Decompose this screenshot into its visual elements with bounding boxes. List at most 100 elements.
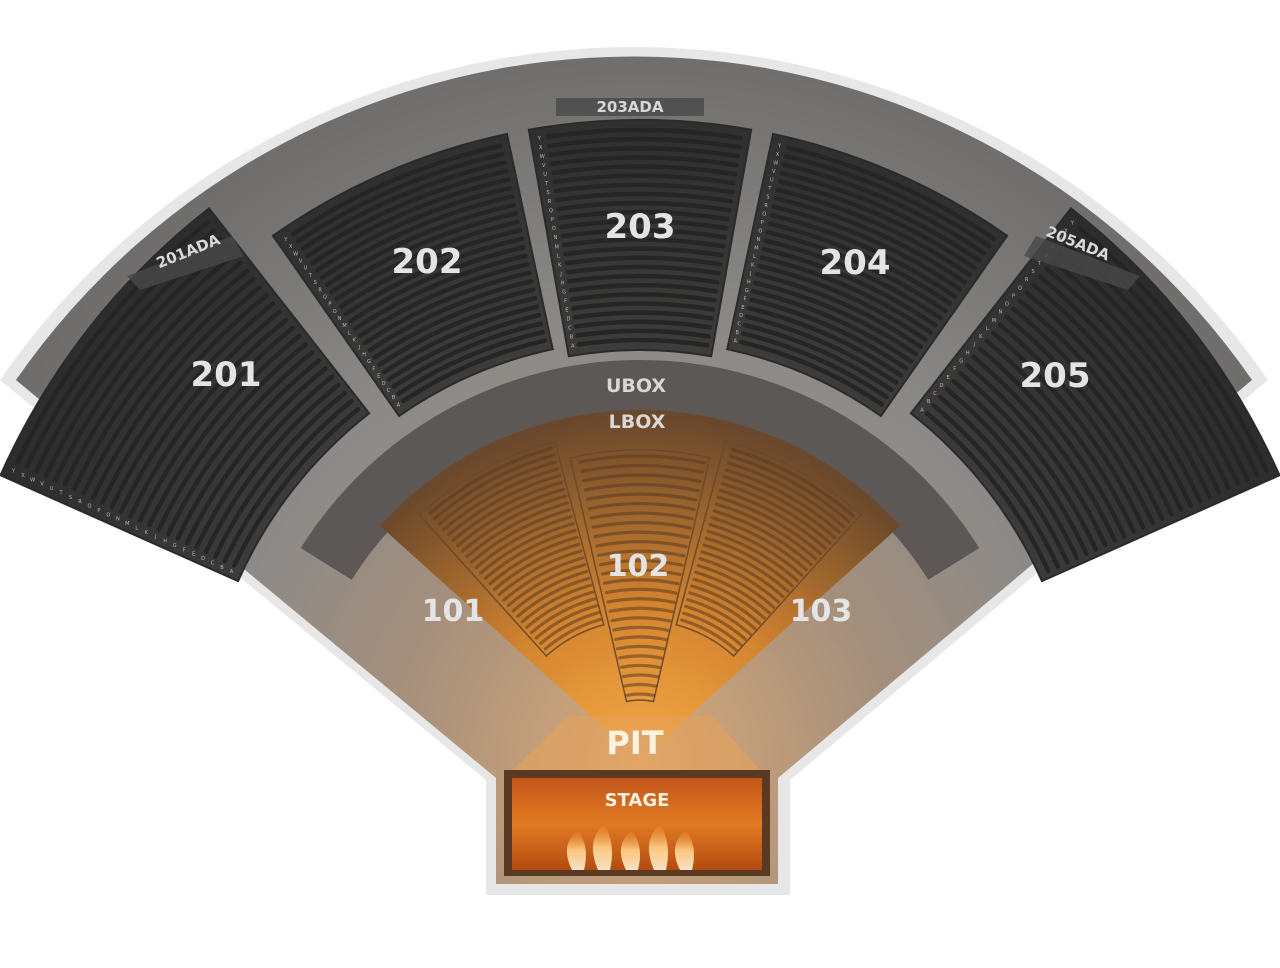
seat-row[interactable] xyxy=(726,461,846,529)
seat-row[interactable] xyxy=(602,578,680,586)
seat-row[interactable] xyxy=(560,228,727,240)
seat-row[interactable] xyxy=(563,246,724,258)
seat-row[interactable] xyxy=(1050,258,1231,491)
seat-row[interactable] xyxy=(783,153,992,249)
section-202-label[interactable]: 202 xyxy=(392,242,463,282)
section-201-label[interactable]: 201 xyxy=(191,355,262,395)
seat-row[interactable] xyxy=(137,325,295,523)
seat-row[interactable] xyxy=(608,606,674,614)
seat-row[interactable] xyxy=(617,654,664,660)
seat-row[interactable] xyxy=(511,569,589,613)
seat-row[interactable] xyxy=(589,511,694,521)
seat-row[interactable] xyxy=(600,568,682,577)
seat-row[interactable] xyxy=(295,151,505,244)
seat-row[interactable] xyxy=(81,276,256,496)
section-103-label[interactable]: 103 xyxy=(790,594,853,629)
seat-row[interactable] xyxy=(401,338,547,404)
seat-row[interactable] xyxy=(451,480,564,542)
seat-row[interactable] xyxy=(575,328,711,339)
seat-row[interactable] xyxy=(957,370,1099,552)
seat-row[interactable] xyxy=(610,616,672,623)
seat-row[interactable] xyxy=(338,228,522,309)
seat-row[interactable] xyxy=(591,521,692,530)
seat-row[interactable] xyxy=(757,263,928,342)
seat-row[interactable] xyxy=(343,236,524,317)
seat-row[interactable] xyxy=(765,229,948,314)
seat-row[interactable] xyxy=(231,407,361,568)
seat-row[interactable] xyxy=(396,329,546,397)
seat-row[interactable] xyxy=(71,268,250,492)
seat-row[interactable] xyxy=(561,237,726,249)
seat-row[interactable] xyxy=(730,447,856,518)
seat-row[interactable] xyxy=(460,494,567,553)
seat-row[interactable] xyxy=(612,625,670,632)
section-203-label[interactable]: 203 xyxy=(605,207,676,247)
seat-row[interactable] xyxy=(502,556,585,602)
seat-row[interactable] xyxy=(572,310,714,321)
seat-row[interactable] xyxy=(583,482,700,493)
seat-row[interactable] xyxy=(698,557,780,604)
seat-row[interactable] xyxy=(128,317,289,519)
seat-row[interactable] xyxy=(749,297,909,371)
seat-row[interactable] xyxy=(759,255,933,335)
seat-row[interactable] xyxy=(437,460,558,526)
seat-row[interactable] xyxy=(109,301,276,510)
seat-row[interactable] xyxy=(728,454,851,524)
seat-row[interactable] xyxy=(716,495,823,556)
section-204-label[interactable]: 204 xyxy=(820,243,891,283)
seat-row[interactable] xyxy=(604,587,678,595)
seat-row[interactable] xyxy=(582,473,702,484)
seat-row[interactable] xyxy=(456,487,566,548)
seat-row[interactable] xyxy=(690,584,762,625)
seat-row[interactable] xyxy=(465,501,569,559)
seat-row[interactable] xyxy=(1070,234,1260,478)
seat-row[interactable] xyxy=(710,516,809,572)
seat-row[interactable] xyxy=(753,280,919,357)
seat-row[interactable] xyxy=(516,576,591,618)
seat-row[interactable] xyxy=(997,322,1155,526)
seat-row[interactable] xyxy=(971,354,1118,543)
seat-row[interactable] xyxy=(555,191,733,204)
seat-row[interactable] xyxy=(696,563,776,609)
seat-row[interactable] xyxy=(386,312,542,382)
seat-row[interactable] xyxy=(984,338,1136,535)
seat-row[interactable] xyxy=(567,273,720,285)
seat-row[interactable] xyxy=(324,202,517,288)
seat-row[interactable] xyxy=(692,577,766,620)
seat-row[interactable] xyxy=(704,536,795,588)
lbox-label[interactable]: LBOX xyxy=(609,411,666,433)
seat-row[interactable] xyxy=(694,570,771,615)
seat-row[interactable] xyxy=(497,549,583,597)
seat-row[interactable] xyxy=(580,463,704,474)
seat-row[interactable] xyxy=(539,611,600,645)
seat-row[interactable] xyxy=(585,492,698,502)
seat-row[interactable] xyxy=(593,530,690,539)
ubox-label[interactable]: UBOX xyxy=(606,375,666,397)
seat-row[interactable] xyxy=(520,583,593,624)
seat-row[interactable] xyxy=(573,319,713,330)
seat-row[interactable] xyxy=(442,467,560,532)
section-205-label[interactable]: 205 xyxy=(1020,356,1091,396)
seat-row[interactable] xyxy=(781,162,987,256)
seat-row[interactable] xyxy=(924,411,1051,574)
seat-row[interactable] xyxy=(977,346,1127,539)
seat-row[interactable] xyxy=(720,482,832,545)
seat-row[interactable] xyxy=(348,245,526,324)
seat-row[interactable] xyxy=(775,187,972,278)
seat-row[interactable] xyxy=(578,454,706,465)
seat-row[interactable] xyxy=(479,522,575,575)
seat-row[interactable] xyxy=(769,213,958,299)
seat-row[interactable] xyxy=(119,309,282,514)
seat-row[interactable] xyxy=(310,177,511,266)
seat-row[interactable] xyxy=(779,170,982,263)
seat-row[interactable] xyxy=(951,378,1089,556)
seat-row[interactable] xyxy=(300,160,507,251)
seat-row[interactable] xyxy=(553,182,735,195)
seat-row[interactable] xyxy=(194,374,335,550)
seat-row[interactable] xyxy=(724,468,841,534)
seat-row[interactable] xyxy=(718,488,827,550)
seat-row[interactable] xyxy=(686,598,752,636)
seat-row[interactable] xyxy=(615,644,666,651)
seat-row[interactable] xyxy=(688,591,757,631)
seat-row[interactable] xyxy=(1031,282,1203,504)
